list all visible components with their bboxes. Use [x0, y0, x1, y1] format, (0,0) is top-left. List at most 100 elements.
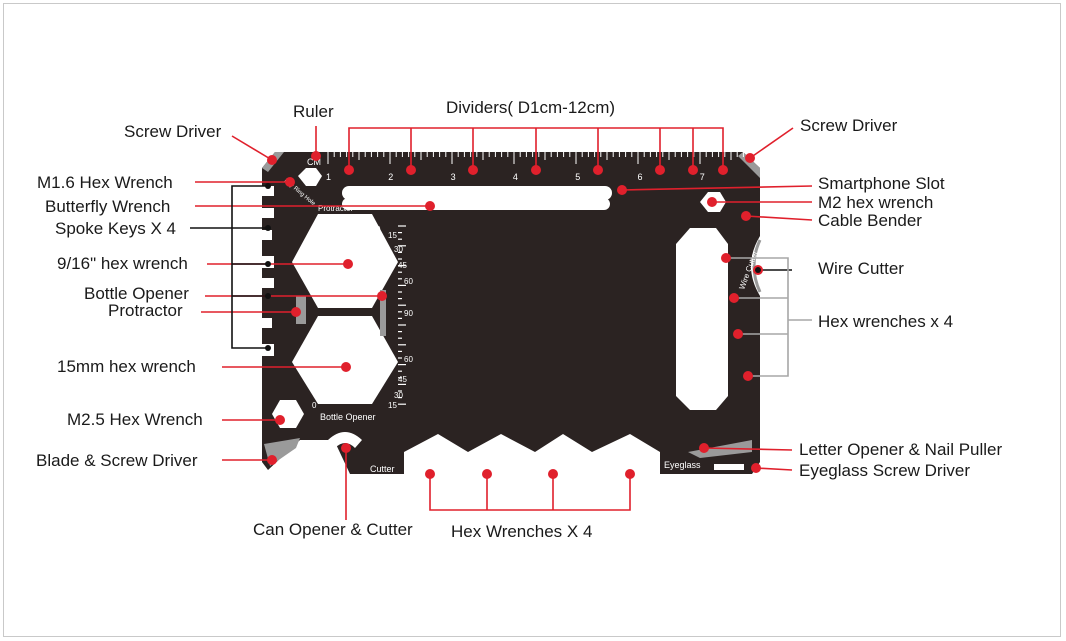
callout-dot	[751, 463, 761, 473]
protractor-angle: 90	[404, 309, 413, 318]
hex-15mm-cut	[292, 316, 398, 404]
card-eyeglass-text: Eyeglass	[664, 460, 701, 470]
label-hex-916: 9/16" hex wrench	[57, 254, 188, 273]
protractor-ticks	[398, 225, 406, 405]
can-opener-cut	[328, 432, 362, 448]
callout-dot	[707, 197, 717, 207]
callout-dot	[593, 165, 603, 175]
right-hex-bracket	[726, 257, 812, 377]
callout-dot	[343, 259, 353, 269]
callout-dot	[617, 185, 627, 195]
screw-driver-right-corner	[738, 152, 760, 178]
label-cable-bender: Cable Bender	[818, 211, 922, 230]
ruler-number: 5	[575, 172, 580, 182]
protractor-angle: 0	[376, 225, 381, 234]
label-protractor: Protractor	[108, 301, 183, 320]
ruler-number: 3	[451, 172, 456, 182]
protractor-angle: 30	[394, 245, 403, 254]
callout-dot	[733, 329, 743, 339]
callout-dot	[718, 165, 728, 175]
callout-dot	[377, 291, 387, 301]
protractor-angle: 15	[388, 401, 397, 410]
ruler-scale	[327, 152, 763, 164]
callout-dot	[267, 155, 277, 165]
label-m25-hex: M2.5 Hex Wrench	[67, 410, 203, 429]
protractor-angle: 45	[398, 261, 407, 270]
callout-dot	[729, 293, 739, 303]
callout-dot	[482, 469, 492, 479]
ruler-number: 1	[326, 172, 331, 182]
eyeglass-driver	[714, 464, 744, 470]
callout-dot	[267, 455, 277, 465]
callout-dot	[688, 165, 698, 175]
card-cm-text: CM	[307, 157, 321, 167]
callout-dot	[743, 371, 753, 381]
protractor-angle: 15	[388, 231, 397, 240]
label-dividers: Dividers( D1cm-12cm)	[446, 98, 616, 117]
ruler-number: 2	[388, 172, 393, 182]
callout-dot	[311, 151, 321, 161]
protractor-angle: 60	[404, 355, 413, 364]
spoke-key-bracket	[190, 185, 792, 349]
callout-dot	[531, 165, 541, 175]
callout-dot	[341, 443, 351, 453]
label-bottle-opener: Bottle Opener	[84, 284, 189, 303]
protractor-edge	[380, 290, 386, 336]
label-eyeglass-sd: Eyeglass Screw Driver	[799, 461, 970, 480]
callout-dot	[741, 211, 751, 221]
card-bottle-opener-text: Bottle Opener	[320, 412, 376, 422]
label-can-opener: Can Opener & Cutter	[253, 520, 413, 539]
diagram-frame	[3, 3, 1061, 637]
black-dots	[265, 183, 761, 351]
smartphone-slot-cut-2	[342, 198, 610, 210]
protractor-angle: 60	[404, 277, 413, 286]
callout-dot	[425, 469, 435, 479]
label-screw-driver-right: Screw Driver	[800, 116, 898, 135]
callout-dot	[468, 165, 478, 175]
label-spoke-keys: Spoke Keys X 4	[55, 219, 176, 238]
ruler-number: 7	[700, 172, 705, 182]
label-hex-wrenches-right: Hex wrenches x 4	[818, 312, 954, 331]
callout-dot	[548, 469, 558, 479]
protractor-angle: 45	[398, 375, 407, 384]
callout-dot	[745, 153, 755, 163]
card-cutter-text: Cutter	[370, 464, 395, 474]
card-protractor-text: Protractor	[318, 204, 353, 213]
ruler-number: 4	[513, 172, 518, 182]
label-ruler: Ruler	[293, 102, 334, 121]
callout-dot	[721, 253, 731, 263]
label-letter-opener: Letter Opener & Nail Puller	[799, 440, 1003, 459]
bottle-opener-gap	[296, 296, 306, 324]
callout-dot	[699, 443, 709, 453]
callout-dot	[285, 177, 295, 187]
callout-dot	[406, 165, 416, 175]
callout-dot	[291, 307, 301, 317]
callout-dot	[344, 165, 354, 175]
label-blade: Blade & Screw Driver	[36, 451, 198, 470]
key-ring-hole-hex	[298, 168, 322, 186]
callout-dot	[625, 469, 635, 479]
callout-dot	[425, 201, 435, 211]
label-m2-hex: M2 hex wrench	[818, 193, 934, 212]
callout-dot	[275, 415, 285, 425]
callout-dot	[655, 165, 665, 175]
wire-cutter-edge	[752, 239, 762, 293]
protractor-angle: 0	[312, 401, 317, 410]
card-body	[262, 152, 760, 474]
callout-dot	[341, 362, 351, 372]
label-hex-wrenches-bottom: Hex Wrenches X 4	[451, 522, 593, 541]
label-wire-cutter: Wire Cutter	[818, 259, 904, 278]
label-screw-driver-left: Screw Driver	[124, 122, 222, 141]
label-butterfly: Butterfly Wrench	[45, 197, 171, 216]
smartphone-slot-cut	[342, 186, 612, 200]
label-smartphone-slot: Smartphone Slot	[818, 174, 945, 193]
right-wrench-slot	[676, 228, 728, 410]
label-m16-hex: M1.6 Hex Wrench	[37, 173, 173, 192]
ruler-number: 8	[762, 172, 767, 182]
protractor-angle: 30	[394, 391, 403, 400]
leader-lines	[195, 126, 813, 520]
label-hex-15mm: 15mm hex wrench	[57, 357, 196, 376]
